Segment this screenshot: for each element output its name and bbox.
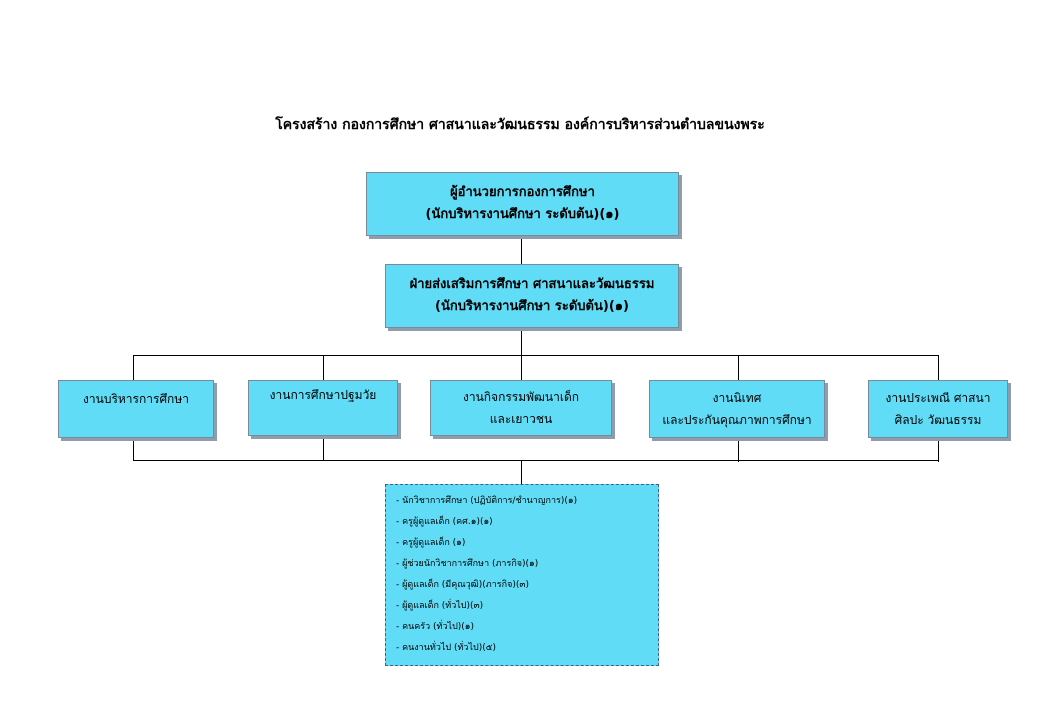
connector-unit-5-bottom (938, 438, 939, 462)
connector-bus-unit-1 (133, 355, 134, 380)
staff-item: - คนครัว (ทั่วไป)(๑) (396, 622, 475, 632)
staff-item: - ผู้ช่วยนักวิชาการศึกษา (ภารกิจ)(๑) (396, 559, 539, 569)
staff-item: - ครูผู้ดูแลเด็ก (คศ.๑)(๑) (396, 517, 493, 527)
unit-label-line2: และประกันคุณภาพการศึกษา (662, 413, 812, 427)
connector-director-division (521, 238, 522, 264)
chart-title: โครงสร้าง กองการศึกษา ศาสนาและวัฒนธรรม อ… (275, 117, 765, 133)
unit-label: งานบริหารการศึกษา (83, 392, 189, 406)
connector-division-bus (521, 329, 522, 355)
connector-bus-unit-5 (938, 355, 939, 380)
division-position: (นักบริหารงานศึกษา ระดับต้น)(๑) (435, 299, 629, 314)
division-title: ฝ่ายส่งเสริมการศึกษา ศาสนาและวัฒนธรรม (409, 277, 655, 292)
unit-box-early-childhood: งานการศึกษาปฐมวัย (248, 380, 398, 436)
director-title: ผู้อำนวยการกองการศึกษา (450, 185, 595, 200)
staff-item: - คนงานทั่วไป (ทั่วไป)(๕) (396, 643, 497, 653)
connector-unit-4-bottom (738, 438, 739, 462)
director-position: (นักบริหารงานศึกษา ระดับต้น)(๑) (425, 207, 620, 222)
unit-box-supervision-qa: งานนิเทศ และประกันคุณภาพการศึกษา (649, 380, 825, 438)
unit-box-education-admin: งานบริหารการศึกษา (58, 380, 214, 438)
staff-item: - ผู้ดูแลเด็ก (มีคุณวุฒิ)(ภารกิจ)(๓) (396, 580, 530, 590)
director-box: ผู้อำนวยการกองการศึกษา (นักบริหารงานศึกษ… (366, 172, 679, 236)
unit-box-culture-religion: งานประเพณี ศาสนา ศิลปะ วัฒนธรรม (868, 380, 1008, 438)
unit-label-line2: ศิลปะ วัฒนธรรม (894, 413, 982, 427)
unit-label: งานประเพณี ศาสนา (885, 391, 991, 405)
staff-item: - ครูผู้ดูแลเด็ก (๑) (396, 538, 466, 548)
unit-label: งานการศึกษาปฐมวัย (269, 388, 377, 402)
connector-bus-unit-4 (738, 355, 739, 380)
connector-top-bus (133, 355, 939, 356)
connector-bus-unit-2 (323, 355, 324, 380)
staff-item: - ผู้ดูแลเด็ก (ทั่วไป)(๓) (396, 601, 484, 611)
staff-list-box: - นักวิชาการศึกษา (ปฏิบัติการ/ชำนาญการ)(… (385, 484, 659, 666)
connector-bus-unit-3 (521, 355, 522, 380)
staff-item: - นักวิชาการศึกษา (ปฏิบัติการ/ชำนาญการ)(… (396, 496, 578, 506)
connector-unit-2-bottom (323, 436, 324, 460)
unit-label-line2: และเยาวชน (489, 412, 553, 426)
connector-unit-1-bottom (133, 438, 134, 460)
connector-bottom-bus (133, 460, 939, 461)
division-box: ฝ่ายส่งเสริมการศึกษา ศาสนาและวัฒนธรรม (น… (385, 264, 679, 328)
unit-box-youth-activities: งานกิจกรรมพัฒนาเด็ก และเยาวชน (430, 380, 612, 436)
unit-label: งานนิเทศ (712, 391, 762, 405)
connector-bus-staff (521, 460, 522, 484)
unit-label: งานกิจกรรมพัฒนาเด็ก (462, 390, 579, 404)
